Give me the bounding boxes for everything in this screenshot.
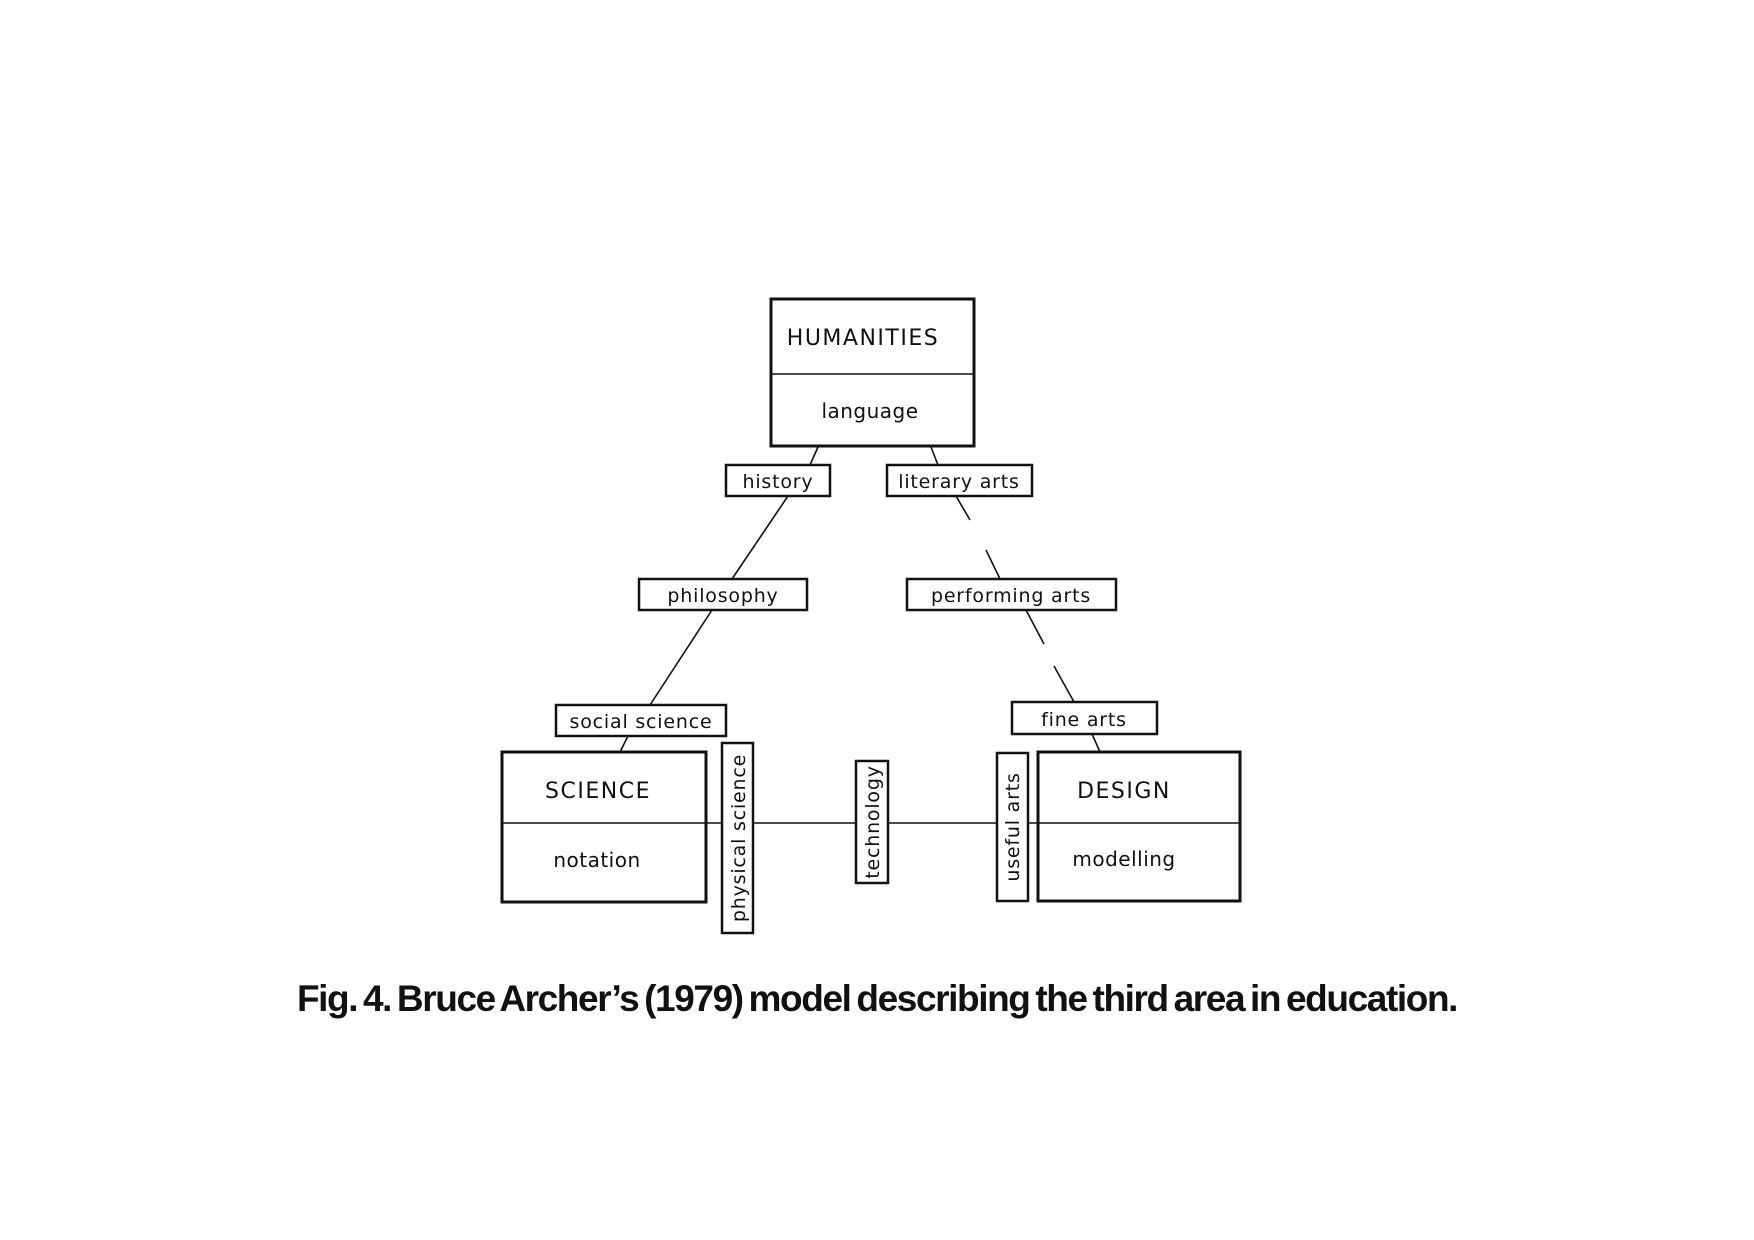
svg-text:useful arts: useful arts	[1002, 772, 1024, 881]
humanities-subtitle: language	[821, 399, 918, 423]
design-title: DESIGN	[1077, 779, 1171, 804]
label-physical-science: physical science	[720, 741, 755, 935]
svg-text:technology: technology	[862, 765, 884, 879]
line-performing-arts-fine-arts-b	[1053, 665, 1075, 703]
line-philosophy-social-science	[649, 609, 713, 706]
svg-text:literary arts: literary arts	[898, 471, 1019, 493]
science-subtitle: notation	[553, 848, 640, 872]
label-technology: technology	[854, 759, 890, 885]
line-history-philosophy	[731, 495, 789, 580]
svg-text:physical science: physical science	[728, 754, 750, 922]
label-useful-arts: useful arts	[995, 751, 1030, 903]
line-humanities-history	[809, 446, 819, 466]
line-performing-arts-fine-arts-a	[1025, 609, 1045, 645]
svg-text:philosophy: philosophy	[667, 585, 778, 607]
line-literary-arts-performing-arts-b	[985, 549, 1001, 580]
svg-text:performing arts: performing arts	[931, 585, 1091, 607]
label-history: history	[724, 463, 832, 498]
figure-caption: Fig. 4. Bruce Archer’s (1979) model desc…	[296, 978, 1458, 1019]
line-social-science-science	[619, 735, 629, 753]
humanities-box: HUMANITIES language	[769, 297, 976, 448]
svg-text:social science: social science	[570, 711, 713, 733]
humanities-title: HUMANITIES	[787, 326, 939, 351]
line-literary-arts-performing-arts-a	[955, 495, 971, 521]
design-box: DESIGN modelling	[1036, 750, 1242, 903]
label-social-science: social science	[554, 703, 728, 738]
science-box: SCIENCE notation	[500, 750, 708, 904]
svg-text:history: history	[743, 471, 814, 493]
label-performing-arts: performing arts	[905, 577, 1118, 612]
label-fine-arts: fine arts	[1010, 700, 1159, 736]
svg-text:fine arts: fine arts	[1041, 709, 1127, 731]
line-humanities-literary-arts	[930, 446, 939, 466]
science-title: SCIENCE	[545, 779, 651, 804]
design-subtitle: modelling	[1072, 847, 1175, 871]
label-philosophy: philosophy	[637, 577, 809, 612]
label-literary-arts: literary arts	[885, 463, 1034, 498]
line-fine-arts-design	[1091, 733, 1101, 753]
